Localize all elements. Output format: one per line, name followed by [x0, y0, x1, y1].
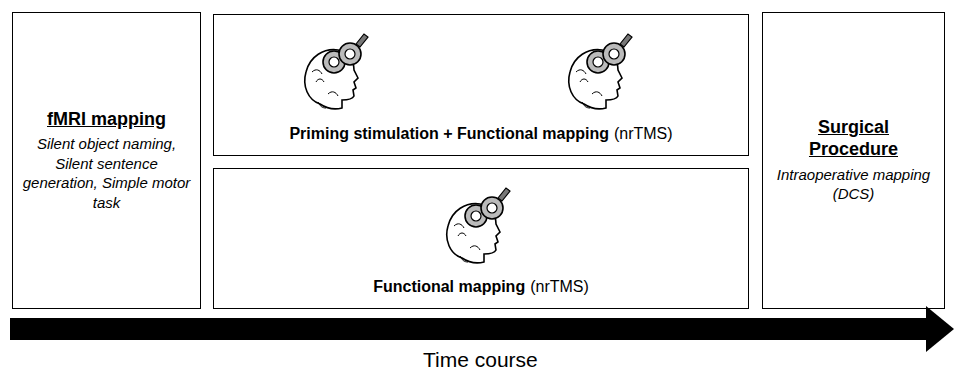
text-line: Functional mapping (nrTMS) — [373, 278, 589, 296]
node-text: (nrTMS) — [614, 125, 673, 143]
stage-box: Functional mapping (nrTMS) — [213, 168, 749, 309]
tms-head-icon — [569, 34, 632, 109]
node-title: fMRI mapping — [47, 109, 166, 131]
timeline-arrowhead — [926, 306, 954, 352]
stage-box: Priming stimulation + Functional mapping… — [213, 14, 749, 156]
node-title: Functional mapping — [373, 278, 525, 296]
timeline-arrow — [10, 318, 928, 340]
node-text: Intraoperative mapping (DCS) — [771, 165, 936, 204]
text-line: Priming stimulation + Functional mapping… — [289, 125, 672, 143]
node-title: Surgical Procedure — [771, 117, 936, 160]
tms-head-icon — [447, 188, 510, 263]
step-box: fMRI mappingSilent object naming, Silent… — [12, 12, 201, 309]
axis-label: Time course — [423, 348, 538, 372]
tms-head-icon — [305, 34, 368, 109]
node-text: (nrTMS) — [530, 278, 589, 296]
node-title: Priming stimulation + Functional mapping — [289, 125, 609, 143]
node-text: Silent object naming, Silent sentence ge… — [21, 134, 192, 212]
step-box: Surgical ProcedureIntraoperative mapping… — [762, 12, 945, 309]
